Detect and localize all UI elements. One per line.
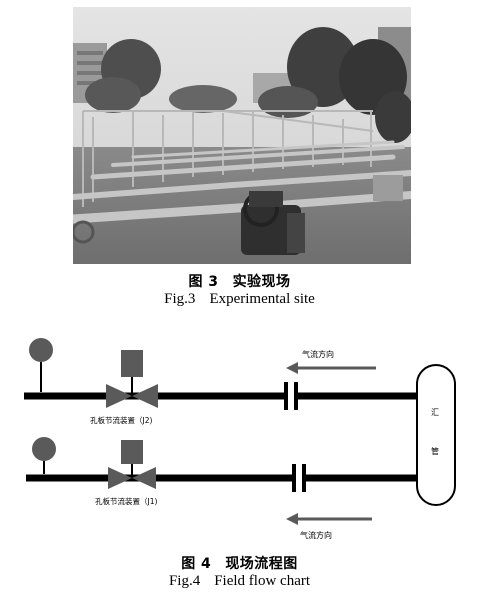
figure3-title-en: Experimental site [209,291,315,307]
flow-direction-label-top: 气流方向 [302,349,334,359]
pressure-gauge-bottom [32,437,56,474]
flow-direction-label-bottom: 气流方向 [300,530,332,540]
experimental-site-photo [73,7,411,264]
orifice-flange-top [284,382,298,410]
orifice-device-label-j2: 孔板节流装置（J2) [90,415,152,425]
figure3-title-cn: 实验现场 [232,274,291,290]
figure3-caption-en: Fig.3 Experimental site [0,291,479,308]
valve-icon-bottom [108,440,156,489]
figure3-caption-cn: 图 3 实验现场 [0,271,479,291]
header-manifold-vessel [416,364,456,506]
figure4-caption-cn: 图 4 现场流程图 [0,553,479,573]
figure4-title-cn: 现场流程图 [225,556,298,572]
flow-arrow-bottom [286,513,372,525]
equipment-box [373,175,403,201]
overhead-pipe-frame [82,110,374,207]
header-char-1: 汇 [431,408,439,417]
site-photo-illustration [73,7,411,264]
header-char-2: 管 [431,446,439,456]
orifice-flange-bottom [292,464,306,492]
orifice-device-label-j1: 孔板节流装置（J1) [95,496,157,506]
figure3-number-en: Fig.3 [164,291,196,307]
pressure-gauge-top [29,338,53,392]
flow-arrow-top [286,362,376,374]
figure4-title-en: Field flow chart [214,573,311,589]
figure4-number-cn: 图 4 [181,556,212,572]
valve-assembly [241,191,305,255]
figure4-number-en: Fig.4 [168,573,201,589]
figure4-caption-en: Fig.4 Field flow chart [0,573,479,590]
valve-icon-top [106,350,158,408]
figure3-number-cn: 图 3 [188,274,219,290]
field-flow-chart: 气流方向 气流方向 孔板节流装置（J2) 孔板节流装置（J1) 汇 管 [24,338,456,540]
